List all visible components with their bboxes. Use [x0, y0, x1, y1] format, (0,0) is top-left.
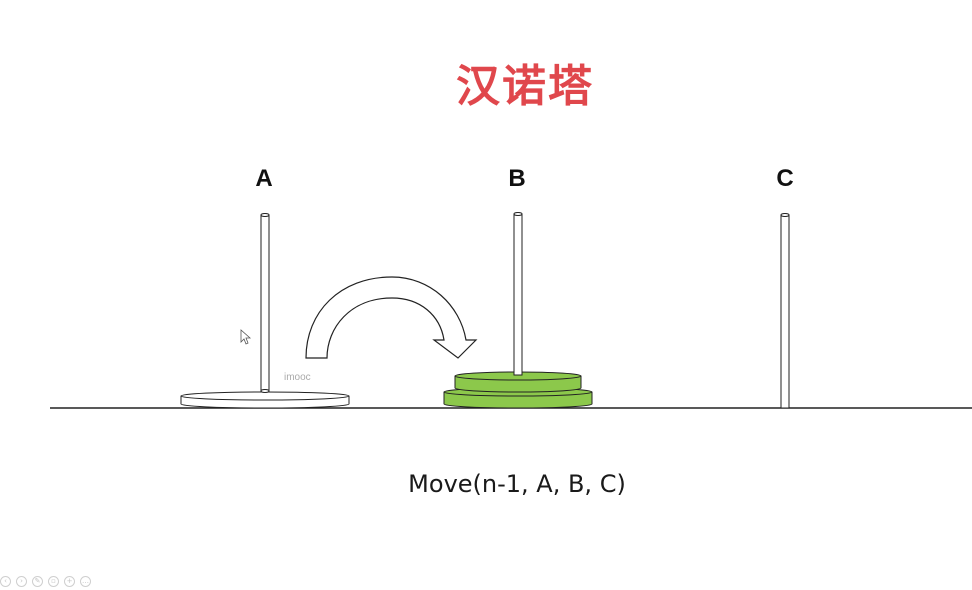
mouse-cursor-icon [240, 329, 252, 345]
peg-label-b: B [508, 165, 526, 192]
peg-b-rod [513, 212, 523, 376]
next-icon[interactable]: › [16, 576, 27, 587]
move-caption: Move(n-1, A, B, C) [408, 470, 626, 498]
slides-icon[interactable]: ▫ [48, 576, 59, 587]
watermark: imooc [284, 372, 311, 383]
slideshow-toolbar: ‹ › ✎ ▫ + … [0, 576, 91, 587]
zoom-icon[interactable]: + [64, 576, 75, 587]
peg-a-rod [260, 213, 270, 393]
prev-icon[interactable]: ‹ [0, 576, 11, 587]
slide-title: 汉诺塔 [456, 61, 594, 112]
more-icon[interactable]: … [80, 576, 91, 587]
peg-c-rod [780, 213, 790, 409]
disk-green-small [454, 371, 582, 393]
disk-white-a [180, 391, 350, 409]
peg-label-a: A [255, 165, 273, 192]
curved-arrow-icon [305, 276, 478, 359]
peg-label-c: C [776, 165, 794, 192]
pen-icon[interactable]: ✎ [32, 576, 43, 587]
